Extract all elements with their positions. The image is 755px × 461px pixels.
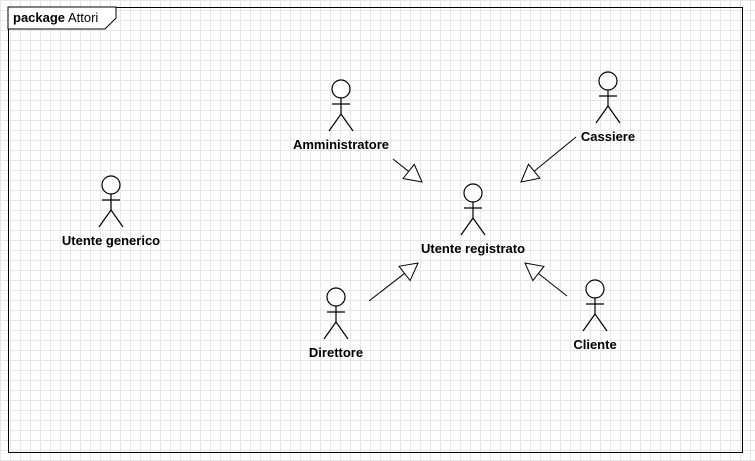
- actor-direttore[interactable]: [323, 287, 349, 340]
- generalization-arrowhead: [524, 262, 545, 282]
- generalization-links: [368, 136, 577, 302]
- generalization-cliente-to-utente-registrato[interactable]: [524, 262, 568, 297]
- generalization-line: [392, 158, 409, 172]
- actor-amministratore[interactable]: [328, 79, 354, 132]
- actor-right-leg: [340, 113, 354, 132]
- actor-right-leg: [335, 321, 349, 340]
- actor-left-leg: [98, 209, 112, 228]
- package-tab: package Attori: [8, 7, 98, 29]
- generalization-line: [368, 273, 405, 302]
- actor-head: [326, 287, 346, 307]
- actor-label-utente-registrato[interactable]: Utente registrato: [420, 241, 526, 256]
- generalization-direttore-to-utente-registrato[interactable]: [368, 262, 419, 302]
- actor-left-leg: [328, 113, 342, 132]
- actor-utente-registrato[interactable]: [460, 183, 486, 236]
- actor-left-leg: [582, 313, 596, 332]
- generalization-cassiere-to-utente-registrato[interactable]: [520, 136, 577, 183]
- actor-cassiere[interactable]: [595, 71, 621, 124]
- package-name: Attori: [67, 10, 99, 25]
- actor-head: [331, 79, 351, 99]
- package-tab-shape: [7, 6, 117, 30]
- actors-layer: [98, 71, 621, 340]
- actor-right-leg: [607, 105, 621, 124]
- actor-head: [585, 279, 605, 299]
- generalization-amministratore-to-utente-registrato[interactable]: [392, 158, 423, 183]
- actor-head: [598, 71, 618, 91]
- actor-right-leg: [472, 217, 486, 236]
- actor-utente-generico[interactable]: [98, 175, 124, 228]
- actor-label-utente-generico[interactable]: Utente generico: [61, 233, 161, 248]
- package-frame: [8, 7, 743, 453]
- actor-label-cassiere[interactable]: Cassiere: [580, 129, 636, 144]
- generalization-arrowhead: [398, 262, 419, 282]
- actor-head: [463, 183, 483, 203]
- generalization-arrowhead: [402, 163, 423, 183]
- generalization-arrowhead: [520, 163, 541, 183]
- actor-left-leg: [323, 321, 337, 340]
- actor-head: [101, 175, 121, 195]
- actor-left-leg: [595, 105, 609, 124]
- actor-label-direttore[interactable]: Direttore: [308, 345, 364, 360]
- actor-right-leg: [110, 209, 124, 228]
- actor-left-leg: [460, 217, 474, 236]
- actor-label-cliente[interactable]: Cliente: [573, 337, 617, 352]
- actor-right-leg: [594, 313, 608, 332]
- actor-cliente[interactable]: [582, 279, 608, 332]
- actor-label-amministratore[interactable]: Amministratore: [292, 137, 390, 152]
- generalization-line: [533, 136, 577, 172]
- package-keyword: package: [13, 10, 66, 25]
- generalization-line: [538, 273, 568, 297]
